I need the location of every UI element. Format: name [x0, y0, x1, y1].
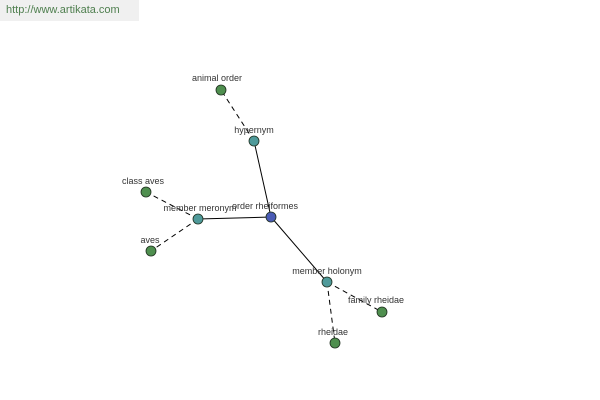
node-dot-rheidae[interactable] — [329, 337, 341, 349]
edge-member-meronym-class-aves — [145, 191, 199, 220]
edge-order-rheiformes-hypernym — [253, 140, 272, 218]
node-animal-order[interactable]: animal order — [192, 73, 242, 96]
edge-order-rheiformes-member-holonym — [270, 216, 328, 283]
node-dot-aves[interactable] — [145, 245, 157, 257]
nodes-layer: order rheiformes hypernym member meronym me… — [122, 73, 404, 349]
node-label-animal-order: animal order — [192, 73, 242, 83]
node-dot-order-rheiformes[interactable] — [265, 211, 277, 223]
edge-member-holonym-rheidae — [326, 281, 336, 344]
node-label-class-aves: class aves — [122, 176, 165, 186]
edge-order-rheiformes-member-meronym — [197, 216, 272, 220]
node-label-order-rheiformes: order rheiformes — [232, 201, 299, 211]
node-hypernym[interactable]: hypernym — [234, 125, 274, 147]
node-member-meronym[interactable]: member meronym — [163, 203, 237, 225]
node-dot-member-meronym[interactable] — [192, 213, 204, 225]
edge-member-meronym-aves — [150, 218, 199, 252]
node-label-family-rheidae: family rheidae — [348, 295, 404, 305]
node-label-member-holonym: member holonym — [292, 266, 362, 276]
node-dot-animal-order[interactable] — [215, 84, 227, 96]
node-family-rheidae[interactable]: family rheidae — [348, 295, 404, 318]
node-label-member-meronym: member meronym — [163, 203, 236, 213]
node-order-rheiformes[interactable]: order rheiformes — [232, 201, 299, 223]
edge-hypernym-animal-order — [220, 89, 255, 142]
node-class-aves[interactable]: class aves — [122, 176, 165, 198]
node-member-holonym[interactable]: member holonym — [292, 266, 362, 288]
node-dot-hypernym[interactable] — [248, 135, 260, 147]
node-dot-member-holonym[interactable] — [321, 276, 333, 288]
edges-layer — [145, 89, 383, 344]
node-aves[interactable]: aves — [140, 235, 160, 257]
node-dot-family-rheidae[interactable] — [376, 306, 388, 318]
node-rheidae[interactable]: rheidae — [318, 327, 348, 349]
node-label-rheidae: rheidae — [318, 327, 348, 337]
node-label-aves: aves — [140, 235, 160, 245]
edge-member-holonym-family-rheidae — [326, 281, 383, 313]
node-dot-class-aves[interactable] — [140, 186, 152, 198]
watermark-url: http://www.artikata.com — [0, 0, 139, 21]
node-label-hypernym: hypernym — [234, 125, 274, 135]
